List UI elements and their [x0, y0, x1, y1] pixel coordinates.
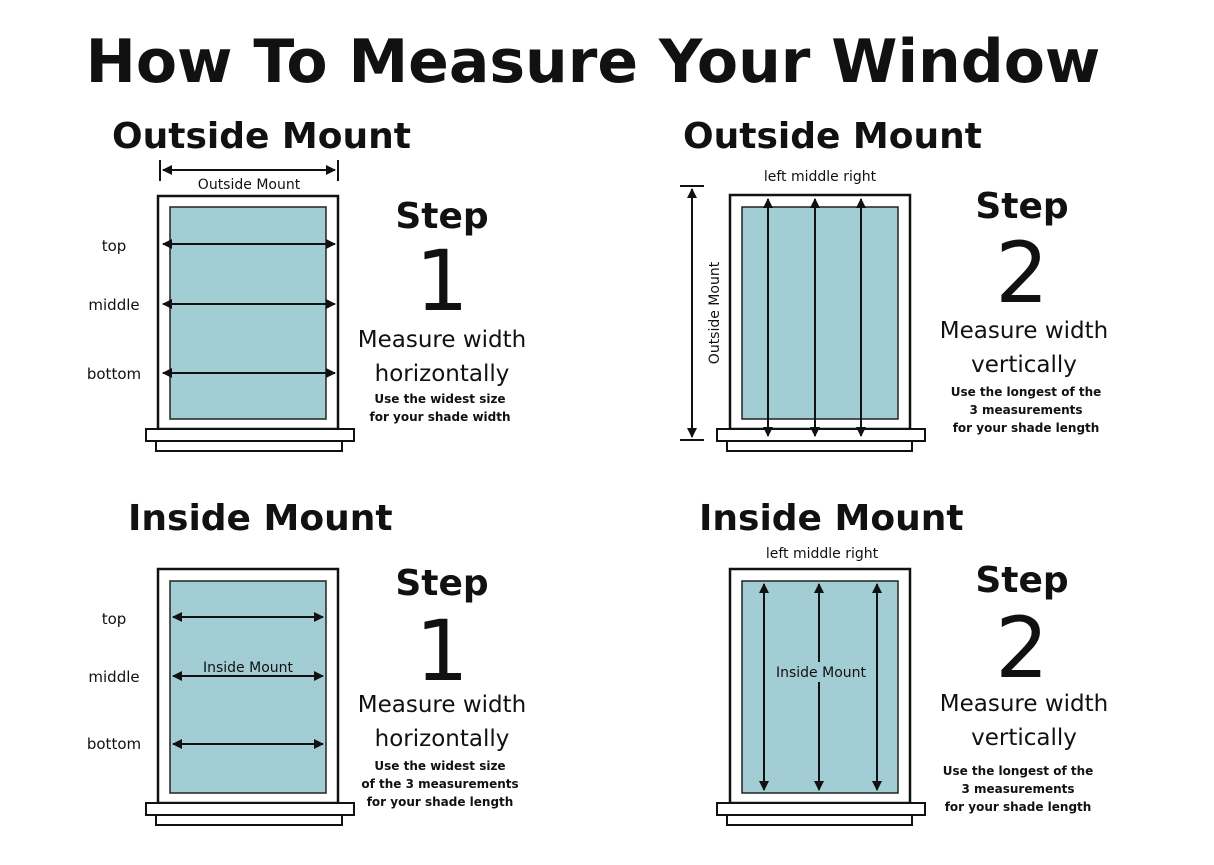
position-label: bottom — [87, 735, 141, 753]
window-glass — [169, 580, 327, 794]
note: of the 3 measurements — [361, 777, 518, 791]
position-label: middle — [88, 668, 139, 686]
note: Use the widest size — [374, 392, 505, 406]
note: 3 measurements — [969, 403, 1082, 417]
dimension-label: Outside Mount — [707, 261, 723, 364]
panel-outside-mount-step-1: Outside Mount Outside Mount top middle b… — [87, 116, 526, 452]
note: Use the longest of the — [943, 764, 1094, 778]
step-number: 2 — [995, 599, 1048, 697]
panel-inside-mount-step-1: Inside Mount Inside Mount top middle bot… — [87, 498, 526, 826]
instruction: Measure width — [358, 692, 526, 718]
step-word: Step — [395, 196, 488, 237]
step-word: Step — [975, 186, 1068, 227]
instruction: Measure width — [940, 318, 1108, 344]
note: for your shade length — [945, 800, 1092, 814]
instruction: vertically — [971, 725, 1077, 751]
note: for your shade length — [367, 795, 514, 809]
window-sill — [716, 428, 926, 442]
note: for your shade width — [369, 410, 510, 424]
step-number: 1 — [415, 602, 468, 700]
position-label: top — [102, 237, 127, 255]
instruction: vertically — [971, 352, 1077, 378]
panel-outside-mount-step-2: Outside Mount left middle right Outside … — [680, 116, 1108, 452]
dimension-label: Inside Mount — [203, 660, 294, 676]
window-sill — [145, 802, 355, 816]
step-number: 1 — [415, 232, 468, 330]
note: Use the longest of the — [951, 385, 1102, 399]
step-word: Step — [395, 563, 488, 604]
window-sill — [145, 428, 355, 442]
panel-inside-mount-step-2: Inside Mount left middle right Inside Mo… — [699, 498, 1108, 826]
position-label: middle — [88, 296, 139, 314]
panel-heading: Outside Mount — [683, 116, 982, 157]
note: 3 measurements — [961, 782, 1074, 796]
window-glass — [741, 206, 899, 420]
dimension-label: Outside Mount — [198, 177, 301, 193]
window-glass — [169, 206, 327, 420]
window-sill — [716, 802, 926, 816]
step-number: 2 — [995, 224, 1048, 322]
dimension-label: Inside Mount — [776, 665, 867, 681]
position-label: bottom — [87, 365, 141, 383]
step-word: Step — [975, 560, 1068, 601]
panel-heading: Outside Mount — [112, 116, 411, 157]
position-label: top — [102, 610, 127, 628]
positions-label: left middle right — [766, 546, 879, 562]
note: for your shade length — [953, 421, 1100, 435]
panel-heading: Inside Mount — [128, 498, 393, 539]
instruction: Measure width — [358, 327, 526, 353]
page-title: How To Measure Your Window — [86, 27, 1101, 97]
positions-label: left middle right — [764, 169, 877, 185]
instruction: Measure width — [940, 691, 1108, 717]
note: Use the widest size — [374, 759, 505, 773]
instruction: horizontally — [375, 726, 510, 752]
panel-heading: Inside Mount — [699, 498, 964, 539]
instruction: horizontally — [375, 361, 510, 387]
